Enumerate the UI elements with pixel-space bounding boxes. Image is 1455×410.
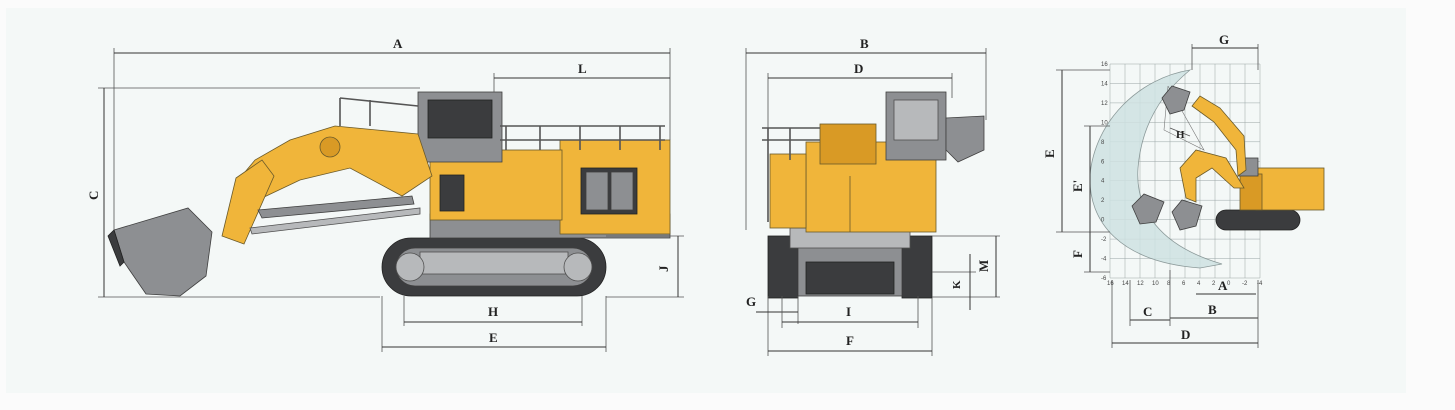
- working-range-x-ticks: 16 14 12 10 8 6 4 2 0 -2 -4: [1107, 281, 1263, 287]
- front-view-labels: B D M K G I F: [746, 36, 991, 348]
- x-tick-label: 10: [1152, 281, 1159, 287]
- front-view-dimension-lines: [745, 48, 1000, 356]
- wr-label-e: E: [1042, 149, 1057, 158]
- wr-label-b: B: [1208, 302, 1217, 317]
- x-tick-label: 16: [1107, 281, 1114, 287]
- side-view-dimension-lines: [98, 48, 684, 352]
- y-tick-label: 0: [1101, 218, 1105, 224]
- dim-label-j: J: [656, 265, 671, 272]
- y-tick-label: 12: [1101, 101, 1108, 107]
- x-tick-label: 0: [1227, 281, 1231, 287]
- front-view: B D M K G I F: [745, 36, 1000, 356]
- dim-label-c: C: [86, 191, 101, 200]
- dim-label-f: F: [846, 333, 854, 348]
- side-view-labels: A L C J H E: [86, 36, 671, 345]
- y-tick-label: -2: [1101, 237, 1107, 243]
- wr-label-a: A: [1218, 278, 1228, 293]
- y-tick-label: 16: [1101, 62, 1108, 68]
- x-tick-label: 8: [1167, 281, 1171, 287]
- dim-label-l: L: [578, 61, 587, 76]
- x-tick-label: 6: [1182, 281, 1186, 287]
- front-view-excavator-illustration: [762, 91, 985, 299]
- dim-label-e: E: [489, 330, 498, 345]
- x-tick-label: 14: [1122, 281, 1129, 287]
- wr-label-e-prime: E': [1070, 180, 1085, 192]
- x-tick-label: 4: [1197, 281, 1201, 287]
- working-range-excavator-illustration: [1131, 85, 1325, 231]
- x-tick-label: 2: [1212, 281, 1216, 287]
- side-view-excavator-illustration: [107, 91, 671, 297]
- wr-label-c: C: [1143, 304, 1152, 319]
- y-tick-label: 6: [1101, 159, 1105, 165]
- side-view: A L C J H E: [86, 36, 684, 352]
- dim-label-b: B: [860, 36, 869, 51]
- y-tick-label: 2: [1101, 198, 1105, 204]
- dim-label-i: I: [846, 304, 851, 319]
- y-tick-label: 8: [1101, 140, 1105, 146]
- wr-label-g: G: [1219, 32, 1229, 47]
- working-range-labels: G E E' F H A B C D: [1042, 32, 1229, 342]
- y-tick-label: -6: [1101, 276, 1107, 282]
- digging-envelope: [1089, 69, 1223, 269]
- dim-label-m: M: [976, 260, 991, 272]
- working-range-y-ticks: 16 14 12 10 8 6 4 2 0 -2 -4 -6: [1101, 62, 1108, 282]
- y-tick-label: -4: [1101, 257, 1107, 263]
- working-range-diagram: G E E' F H A B C D 16 14 12 10 8 6 4 2 0 -2 -4 -6 1…: [1042, 32, 1325, 348]
- dim-label-k: K: [951, 280, 963, 289]
- dim-label-d: D: [854, 61, 863, 76]
- x-tick-label: 12: [1137, 281, 1144, 287]
- dim-label-a: A: [393, 36, 403, 51]
- dim-label-h: H: [488, 304, 498, 319]
- wr-label-h: H: [1176, 129, 1185, 141]
- y-tick-label: 10: [1101, 120, 1108, 126]
- x-tick-label: -4: [1257, 281, 1263, 287]
- y-tick-label: 14: [1101, 81, 1108, 87]
- wr-label-d: D: [1181, 327, 1190, 342]
- y-tick-label: 4: [1101, 179, 1105, 185]
- working-range-dimension-lines: [1056, 44, 1259, 348]
- dim-label-g: G: [746, 294, 756, 309]
- x-tick-label: -2: [1242, 281, 1248, 287]
- wr-label-f: F: [1070, 250, 1085, 258]
